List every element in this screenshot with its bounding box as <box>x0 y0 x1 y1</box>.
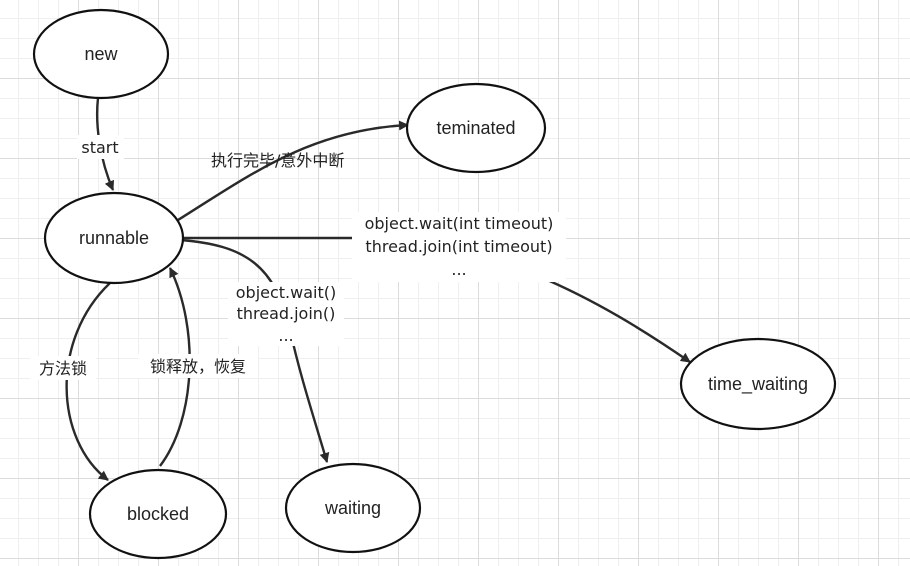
label-wait-2: thread.join() <box>237 304 336 323</box>
state-blocked-label: blocked <box>127 504 189 524</box>
state-time-waiting-label: time_waiting <box>708 374 808 395</box>
state-new-label: new <box>84 44 118 64</box>
label-timed-wait-3: ... <box>451 260 466 279</box>
label-timed-wait-2: thread.join(int timeout) <box>365 237 552 256</box>
label-to-teminated: 执行完毕/意外中断 <box>211 151 344 170</box>
label-from-blocked: 锁释放，恢复 <box>150 357 246 376</box>
edge-runnable-to-blocked <box>65 282 111 481</box>
edge-runnable-to-teminated <box>177 120 409 222</box>
state-waiting-label: waiting <box>324 498 381 518</box>
state-teminated-label: teminated <box>436 118 515 138</box>
state-teminated <box>405 82 547 174</box>
label-start: start <box>81 138 118 157</box>
state-new <box>32 8 170 100</box>
state-time-waiting <box>679 337 837 431</box>
edge-runnable-to-waiting <box>179 238 330 463</box>
state-waiting <box>284 462 422 554</box>
state-runnable <box>43 191 185 285</box>
label-wait-3: ... <box>278 326 293 345</box>
label-wait-1: object.wait() <box>236 283 336 302</box>
label-timed-wait-1: object.wait(int timeout) <box>365 214 554 233</box>
state-blocked <box>88 468 228 560</box>
label-to-blocked: 方法锁 <box>39 359 87 378</box>
state-runnable-label: runnable <box>79 228 149 248</box>
